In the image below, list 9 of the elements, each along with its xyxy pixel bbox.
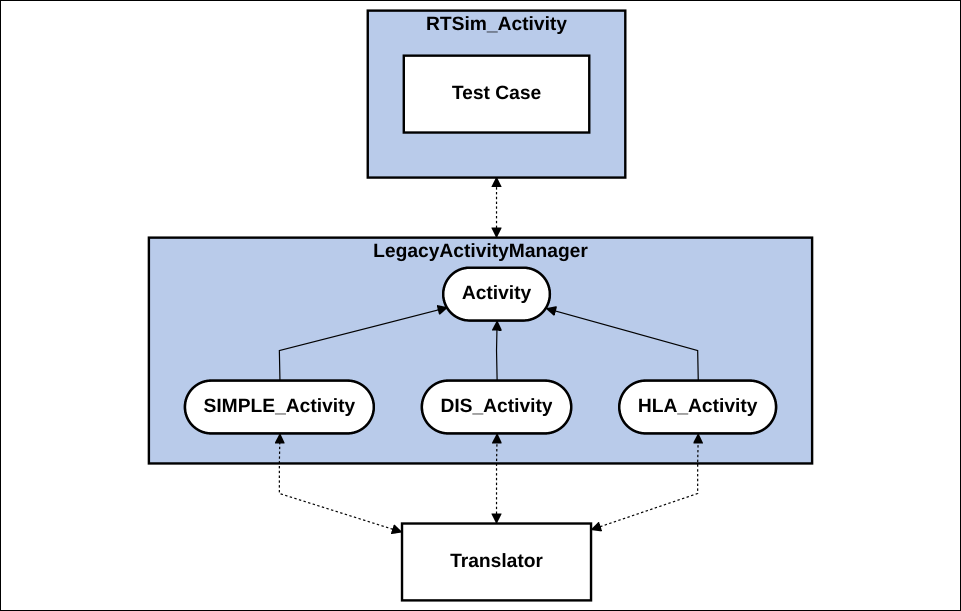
node-box: Test Case <box>402 54 590 134</box>
arrow <box>491 434 502 524</box>
arrow <box>491 177 502 238</box>
arrow <box>591 434 704 532</box>
arrow <box>492 320 502 382</box>
arrow <box>274 434 402 534</box>
arrow <box>546 306 699 382</box>
node-box: Translator <box>400 522 592 602</box>
arrow <box>278 304 448 382</box>
